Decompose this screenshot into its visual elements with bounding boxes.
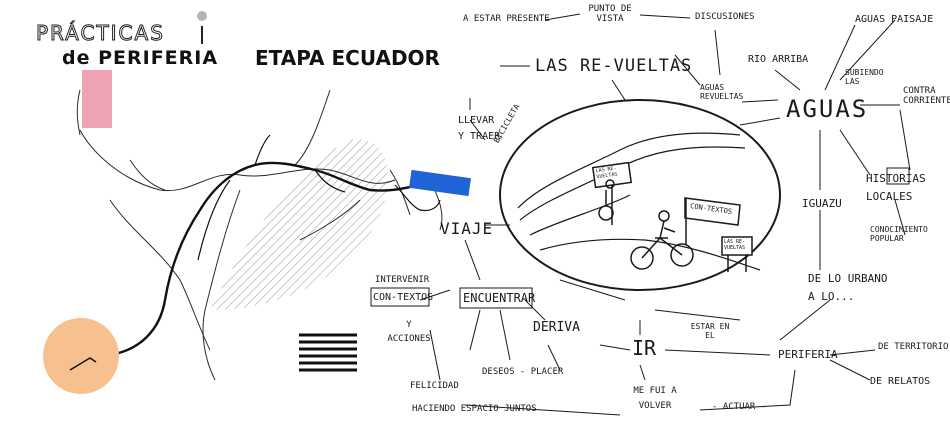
sign-drawing-1 <box>591 161 633 225</box>
title-etapa-ecuador: ETAPA ECUADOR <box>255 46 440 70</box>
label-actuar: - ACTUAR - <box>712 402 767 412</box>
label-deriva: DERIVA <box>533 320 580 335</box>
sign-drawing-3 <box>721 236 753 272</box>
label-periferia: PERIFERIA <box>778 348 838 361</box>
label-subiendo-las: SUBIENDO LAS <box>845 68 884 86</box>
sign-text-3: LAS RE-VUELTAS <box>724 239 746 251</box>
label-a-estar-presente: A ESTAR PRESENTE <box>463 14 550 24</box>
title-practicas: PRÁCTICAS <box>36 21 165 46</box>
pink-marker <box>82 70 112 128</box>
label-discusiones: DISCUSIONES <box>695 12 755 22</box>
label-y-acciones: Y ACCIONES <box>387 320 431 344</box>
hatched-region <box>210 139 389 310</box>
label-aguas-revueltas: AGUAS REVUELTAS <box>700 83 744 101</box>
label-felicidad: FELICIDAD <box>410 381 459 391</box>
label-me-fui-a-volver: ME FUI A VOLVER <box>633 386 677 411</box>
label-haciendo-espacio-juntos: HACIENDO ESPACIO JUNTOS <box>412 404 537 414</box>
title-dot <box>197 11 207 21</box>
bicycle-drawing <box>598 179 694 270</box>
label-ir: IR <box>632 336 657 360</box>
mindmap-boxes <box>370 167 910 309</box>
label-conocimiento-popular: CONOCIMIENTO POPULAR <box>870 225 928 243</box>
label-de-relatos: DE RELATOS <box>870 376 931 387</box>
label-aguas: AGUAS <box>786 95 869 123</box>
map-outlines <box>76 89 443 381</box>
sign-drawing-2 <box>684 197 741 245</box>
label-iguazu: IGUAZU <box>802 197 842 210</box>
blue-marker <box>409 169 471 197</box>
orange-circle-marker <box>43 318 119 394</box>
label-punto-de-vista: PUNTO DE VISTA <box>588 4 632 24</box>
label-de-lo-urbano: DE LO URBANO A LO... <box>808 272 888 303</box>
menu-lines-icon <box>299 333 357 372</box>
label-las-revueltas: LAS RE-VUELTAS <box>535 56 693 76</box>
label-estar-en-el: ESTAR EN EL <box>690 322 730 340</box>
label-historias-locales: HISTORIAS LOCALES <box>866 172 926 203</box>
mindmap-connectors <box>419 13 911 416</box>
sketch-oval <box>499 99 781 291</box>
title-separator <box>201 26 203 44</box>
label-rio-arriba: RIO ARRIBA <box>748 54 809 65</box>
label-de-territorio: DE TERRITORIO <box>878 342 949 352</box>
label-encuentrar: ENCUENTRAR <box>463 291 536 305</box>
label-llevar-y-traer: LLEVAR Y TRAER <box>458 115 501 142</box>
label-aguas-paisaje: AGUAS PAISAJE <box>855 14 934 25</box>
label-con-textos: CON-TEXTOS <box>373 292 434 303</box>
label-contra-corriente: CONTRA CORRIENTE <box>903 86 950 106</box>
label-intervenir: INTERVENIR <box>375 275 430 285</box>
label-viaje: VIAJE <box>440 219 494 238</box>
title-periferia: de PERIFERIA <box>62 47 219 69</box>
label-deseos-placer: DESEOS - PLACER <box>482 367 564 377</box>
